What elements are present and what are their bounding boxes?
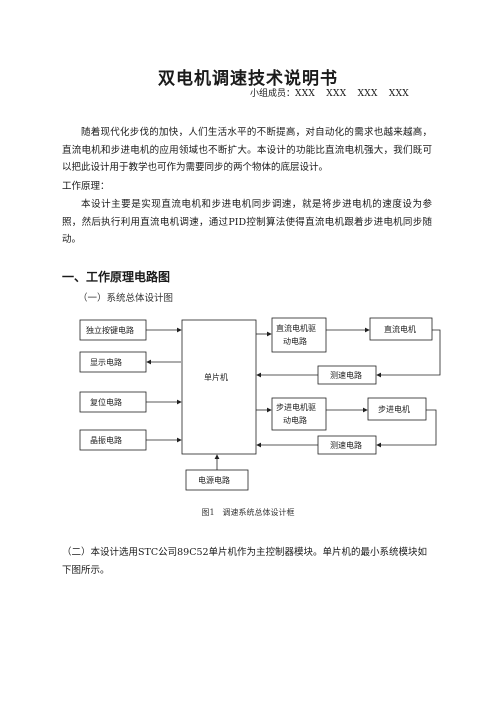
display-label: 显示电路 xyxy=(90,357,122,367)
mcu-label: 单片机 xyxy=(204,372,228,382)
speed1-label: 测速电路 xyxy=(330,370,362,380)
crystal-label: 晶振电路 xyxy=(90,435,122,445)
step-driver-label-2: 动电路 xyxy=(283,415,307,425)
principle-heading: 工作原理： xyxy=(62,181,110,192)
dc-driver-label-1: 直流电机驱 xyxy=(276,323,316,333)
members-label: 小组成员： xyxy=(250,89,296,99)
speed2-label: 测速电路 xyxy=(330,440,362,450)
section-heading: 一、工作原理电路图 xyxy=(62,270,171,284)
step-motor-label: 步进电机 xyxy=(378,404,410,414)
members-names: XXX XXX XXX XXX xyxy=(295,89,409,99)
keypad-label: 独立按键电路 xyxy=(86,325,134,335)
mcu-box xyxy=(181,319,257,455)
power-label: 电源电路 xyxy=(198,475,230,485)
reset-label: 复位电路 xyxy=(90,397,122,407)
principle-paragraph: 本设计主要是实现直流电机和步进电机同步调速，就是将步进电机的速度设为参照，然后执… xyxy=(62,199,432,245)
intro-paragraph: 随着现代化步伐的加快，人们生活水平的不断提高，对自动化的需求也越来越高，直流电机… xyxy=(62,127,432,173)
dc-driver-label-2: 动电路 xyxy=(283,336,307,346)
figure-caption: 图1 调速系统总体设计框 xyxy=(201,508,295,517)
step-driver-label-1: 步进电机驱 xyxy=(276,402,316,412)
dc-motor-box xyxy=(369,317,433,341)
group-members: 小组成员：XXX XXX XXX XXX xyxy=(250,86,409,99)
dc-driver-box xyxy=(271,317,327,353)
subsection-heading: （一）系统总体设计图 xyxy=(78,293,174,304)
document-title: 双电机调速技术说明书 xyxy=(158,69,338,89)
display-box xyxy=(79,351,147,373)
step-driver-box xyxy=(271,397,327,431)
step-motor-box xyxy=(367,397,427,421)
dc-motor-label: 直流电机 xyxy=(384,324,416,334)
mcu-paragraph: （二）本设计选用STC公司89C52单片机作为主控制器模块。单片机的最小系统模块… xyxy=(62,547,428,576)
